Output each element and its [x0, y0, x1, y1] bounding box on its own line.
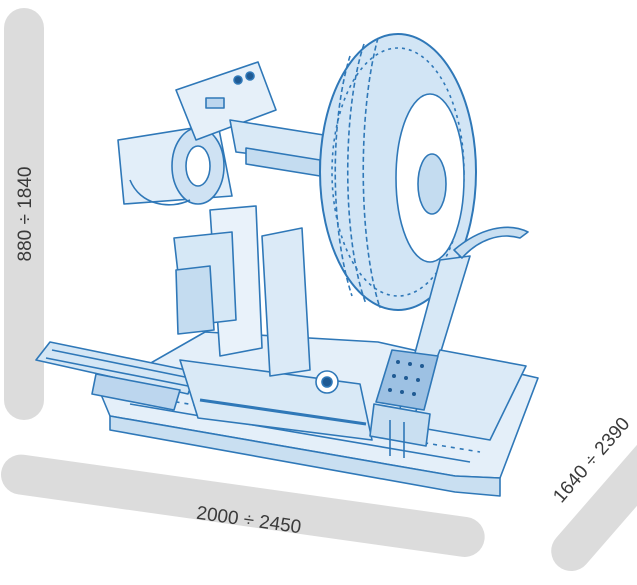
wheel-hub [417, 153, 447, 215]
front-sliders [369, 403, 431, 447]
width-dimension-bar [551, 413, 637, 572]
rail-slider [91, 373, 181, 411]
height-dimension-bar [4, 8, 44, 420]
length-dimension-bar [1, 454, 485, 557]
height-dimension-label: 880 ÷ 1840 [15, 167, 36, 262]
vertical-column [261, 227, 311, 377]
motor-box-lower [175, 265, 215, 335]
tyre-changer-illustration [35, 33, 539, 497]
bead-tool [453, 226, 529, 259]
base-front-face [109, 415, 501, 497]
dimension-bars [1, 8, 637, 572]
control-panel [175, 61, 277, 141]
tread-plate-pattern [388, 360, 424, 396]
hydraulic-hose [129, 179, 191, 206]
